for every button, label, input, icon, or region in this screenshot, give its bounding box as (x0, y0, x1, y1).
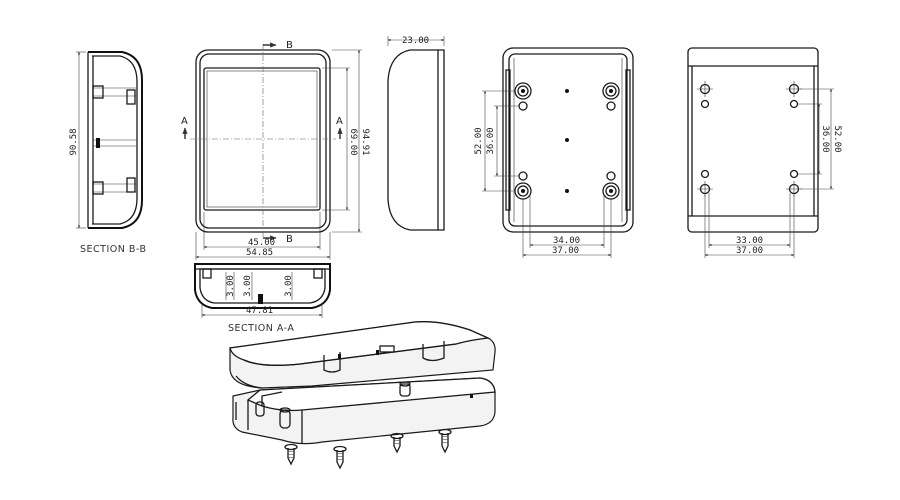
cut-marker-a-right: A (336, 116, 343, 127)
section-aa-view: 3.00 3.00 3.00 47.81 SECTION A-A (194, 263, 331, 334)
dim-back-h-inner: 34.00 (553, 236, 580, 246)
dim-bb-height: 90.58 (69, 128, 79, 155)
back-view-inside: 52.00 36.00 34.00 37.00 (474, 47, 634, 258)
dim-side-depth: 23.00 (402, 36, 429, 46)
label-section-bb: SECTION B-B (80, 244, 147, 255)
screw-4 (438, 428, 452, 454)
dim-back2-h-inner: 33.00 (736, 236, 763, 246)
screw-point-bottom-left (697, 181, 713, 197)
side-view: 23.00 (387, 36, 445, 231)
dim-back2-v-outer: 52.00 (832, 125, 842, 152)
screw-point-top-right (786, 81, 802, 97)
dim-front-width-outer: 54.85 (246, 248, 273, 258)
dim-aa-wall-left: 3.00 (226, 275, 236, 297)
dim-front-width-inner: 45.00 (248, 238, 275, 248)
dim-back-v-outer: 52.00 (474, 127, 484, 154)
dim-aa-width: 47.81 (246, 306, 273, 316)
dim-aa-wall-right: 3.00 (284, 275, 294, 297)
dim-back-v-inner: 36.00 (486, 127, 496, 154)
boss-bottom-right (602, 182, 620, 200)
cut-marker-a-left: A (181, 116, 188, 127)
label-section-aa: SECTION A-A (228, 323, 294, 334)
dim-back2-v-inner: 36.00 (820, 125, 830, 152)
screw-2 (333, 445, 347, 470)
screw-1 (284, 443, 298, 466)
boss-top-right (602, 82, 620, 100)
dim-front-height-outer: 94.91 (360, 128, 370, 155)
boss-top-left (514, 82, 532, 100)
dim-aa-wall-mid: 3.00 (243, 275, 253, 297)
screw-3 (390, 432, 404, 454)
cut-marker-b-top: B (286, 40, 293, 51)
back-view-outside: 36.00 52.00 33.00 37.00 (687, 47, 842, 258)
boss-bottom-left (514, 182, 532, 200)
screw-point-top-left (697, 81, 713, 97)
dim-front-height-inner: 69.00 (348, 128, 358, 155)
screw-point-bottom-right (786, 181, 802, 197)
dim-back2-h-outer: 37.00 (736, 246, 763, 256)
isometric-exploded-view (229, 321, 496, 470)
section-bb-view: 90.58 SECTION B-B (69, 51, 147, 255)
cut-marker-b-bottom: B (286, 234, 293, 245)
enclosure-top-shell (229, 321, 496, 389)
enclosure-bottom-shell (232, 377, 496, 445)
dim-back-h-outer: 37.00 (552, 246, 579, 256)
front-view: B B A A 45.00 54.85 69.00 94.91 (181, 40, 370, 260)
